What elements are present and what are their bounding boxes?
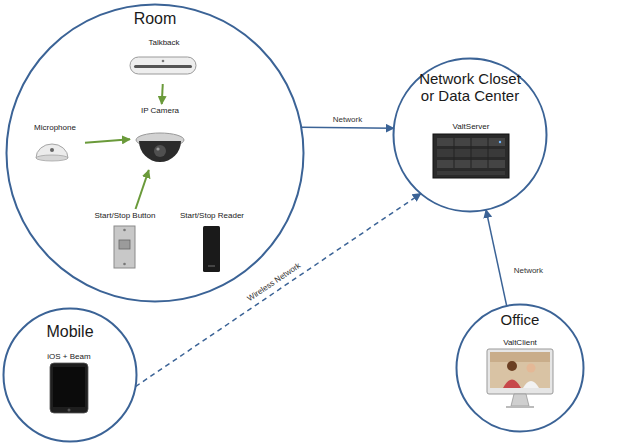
server-illustration — [433, 134, 509, 178]
connector-arrow — [85, 139, 130, 142]
connector-label: Network — [333, 114, 362, 123]
microphone-device: Microphone — [25, 121, 85, 169]
circle-border — [4, 309, 137, 442]
button-illustration — [114, 226, 135, 268]
reader-illustration — [203, 226, 220, 272]
talkback-device: Talkback — [128, 37, 200, 84]
reader-device: Start/Stop Reader — [175, 209, 249, 274]
device-label: Start/Stop Reader — [175, 211, 249, 220]
talkback-illustration — [130, 57, 196, 74]
connector-arrow — [135, 194, 420, 387]
monitor-illustration — [487, 349, 553, 408]
connector-arrow — [486, 210, 507, 306]
device-label: Microphone — [25, 123, 85, 132]
tablet-illustration — [50, 363, 88, 413]
device-label: IP Camera — [130, 106, 190, 115]
group-title: Office — [465, 311, 575, 328]
button-device: Start/Stop Button — [92, 209, 158, 271]
group-title: Room — [55, 10, 255, 28]
device-label: iOS + Beam — [38, 352, 100, 361]
room-circle: RoomTalkbackMicrophone IP CameraStart/Sto… — [5, 3, 305, 303]
office-circle: OfficeValtClient — [455, 303, 585, 433]
device-label: ValtServer — [430, 122, 512, 131]
connector-arrow — [162, 84, 163, 104]
camera-illustration — [136, 133, 184, 162]
circle-border — [7, 5, 304, 302]
circle-outline — [5, 3, 305, 303]
circle-border — [394, 59, 547, 212]
closet-circle: Network Closet or Data CenterValtServer — [392, 57, 548, 213]
circle-border — [457, 305, 584, 432]
connector-label: Network — [514, 265, 543, 274]
connector-arrow — [136, 170, 149, 209]
connector-arrow — [301, 127, 394, 128]
group-title: Mobile — [15, 323, 125, 341]
client-device: ValtClient — [482, 336, 558, 412]
group-title: Network Closet or Data Center — [414, 70, 526, 105]
tablet-device: iOS + Beam — [38, 350, 100, 416]
device-label: Start/Stop Button — [92, 211, 158, 220]
microphone-illustration — [36, 144, 68, 161]
device-label: Talkback — [128, 38, 200, 47]
connector-label: Wireless Network — [246, 261, 303, 303]
device-label: ValtClient — [482, 338, 558, 347]
mobile-circle: Mobile iOS + Beam — [2, 307, 138, 443]
camera-device: IP Camera — [130, 104, 190, 170]
server-device: ValtServer — [430, 120, 512, 182]
